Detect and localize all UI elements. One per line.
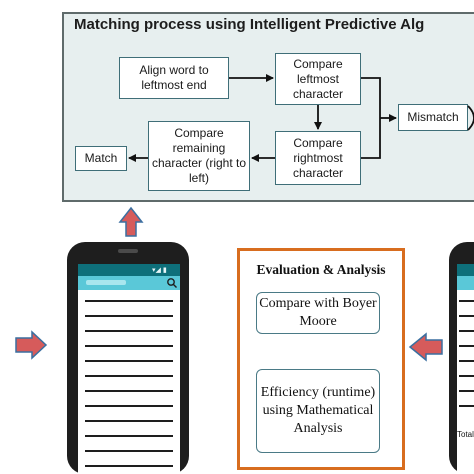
step-compare-rightmost: Compare rightmost character xyxy=(275,131,361,185)
connector-mismatch-loop xyxy=(467,105,474,131)
search-bar[interactable] xyxy=(86,280,126,285)
step-align-word: Align word to leftmost end xyxy=(119,57,229,99)
phone-right-text-lines xyxy=(459,300,474,410)
step-compare-remaining: Compare remaining character (right to le… xyxy=(148,121,250,191)
step-match: Match xyxy=(75,146,127,171)
phone-right-toolbar xyxy=(457,276,474,290)
eval-step-compare: Compare with Boyer Moore xyxy=(256,292,380,334)
left-arrow-right xyxy=(408,332,443,362)
step-compare-leftmost: Compare leftmost character xyxy=(275,53,361,105)
connector-to-mismatch xyxy=(361,77,381,159)
right-arrow-left xyxy=(15,330,48,360)
phone-right-statusbar xyxy=(457,264,474,276)
phone-right-clip: Totall xyxy=(457,420,474,474)
search-icon[interactable] xyxy=(166,277,178,289)
eval-step-efficiency: Efficiency (runtime) using Mathematical … xyxy=(256,369,380,453)
phone-left-statusbar xyxy=(78,264,180,276)
phone-left-toolbar xyxy=(78,276,180,290)
status-icons: ▾◢ ▮ xyxy=(152,267,167,274)
up-arrow xyxy=(118,206,144,237)
evaluation-title: Evaluation & Analysis xyxy=(256,262,386,277)
phone-right-label: Totall xyxy=(457,430,474,439)
matching-process-title: Matching process using Intelligent Predi… xyxy=(74,16,425,33)
step-mismatch: Mismatch xyxy=(398,104,468,131)
text-lines xyxy=(85,300,173,474)
phone-left-speaker xyxy=(118,249,138,253)
